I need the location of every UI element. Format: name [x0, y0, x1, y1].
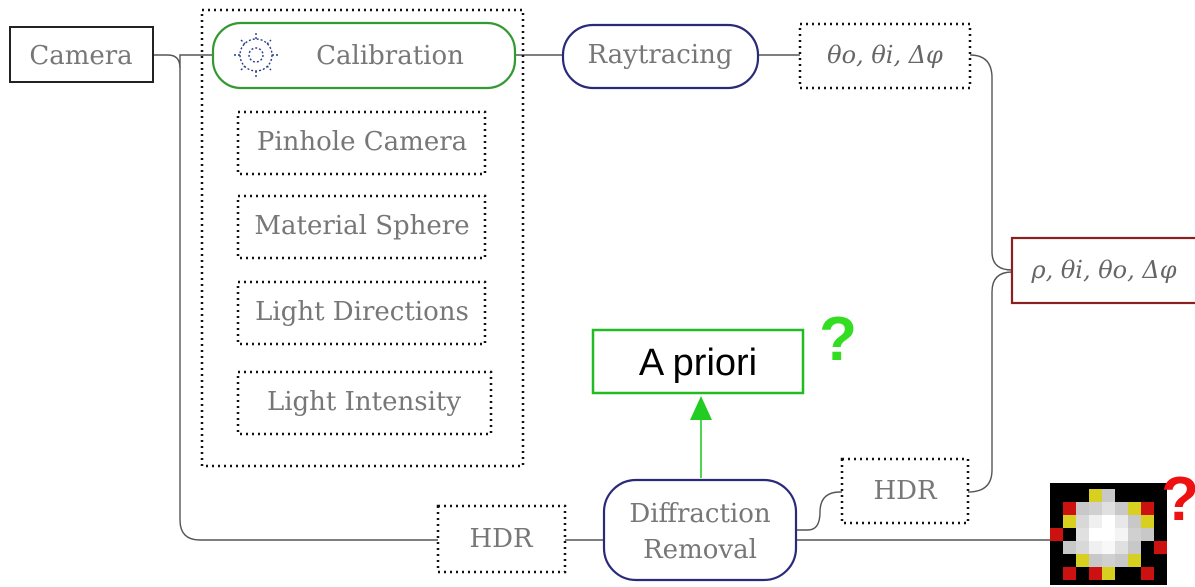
raytracing-node: Raytracing [561, 23, 760, 90]
diffraction-removal-node: Diffraction Removal [602, 478, 798, 582]
material-sphere-node: Material Sphere [236, 194, 487, 260]
hdr-bottom-node: HDR [436, 504, 567, 574]
hdr-right-label: HDR [873, 476, 938, 506]
connectors [153, 54, 1050, 541]
material-sphere-label: Material Sphere [254, 211, 469, 241]
camera-node: Camera [9, 26, 154, 83]
angles-output-node: θo, θi, Δφ [798, 22, 972, 90]
angles-output-label: θo, θi, Δφ [827, 41, 943, 69]
gear-icon [234, 33, 278, 77]
hdr-bottom-label: HDR [469, 524, 534, 554]
a-priori-label: A priori [639, 342, 757, 384]
connector-hdr-brdf [967, 271, 1013, 493]
pixelated-light-spot-icon [1050, 483, 1167, 585]
green-question-mark: ? [819, 305, 857, 374]
connector-diffraction-hdr [796, 491, 842, 531]
camera-label: Camera [29, 41, 132, 71]
diffraction-label-line2: Removal [643, 535, 757, 565]
diffraction-label-line1: Diffraction [629, 499, 771, 529]
connector-angles-brdf [969, 54, 1013, 271]
light-intensity-label: Light Intensity [267, 387, 461, 417]
arrow-head [690, 396, 712, 420]
brdf-output-label: ρ, θi, θo, Δφ [1030, 256, 1176, 284]
calibration-node: Calibration [211, 21, 517, 90]
hdr-right-node: HDR [840, 457, 970, 525]
light-directions-label: Light Directions [255, 297, 469, 327]
brdf-output-node: ρ, θi, θo, Δφ [1010, 236, 1195, 305]
raytracing-label: Raytracing [587, 40, 732, 70]
pinhole-camera-label: Pinhole Camera [257, 127, 467, 157]
connector-camera-hdr [179, 68, 438, 541]
red-question-mark: ? [1161, 465, 1195, 534]
calibration-label: Calibration [316, 41, 464, 71]
a-priori-node: A priori [591, 328, 805, 395]
calibration-group-frame [200, 8, 525, 468]
light-intensity-node: Light Intensity [236, 370, 493, 436]
pinhole-camera-node: Pinhole Camera [236, 110, 487, 176]
connector-camera-calibration [153, 54, 181, 69]
connector-fork-calibration [179, 54, 213, 68]
light-directions-node: Light Directions [236, 280, 487, 346]
